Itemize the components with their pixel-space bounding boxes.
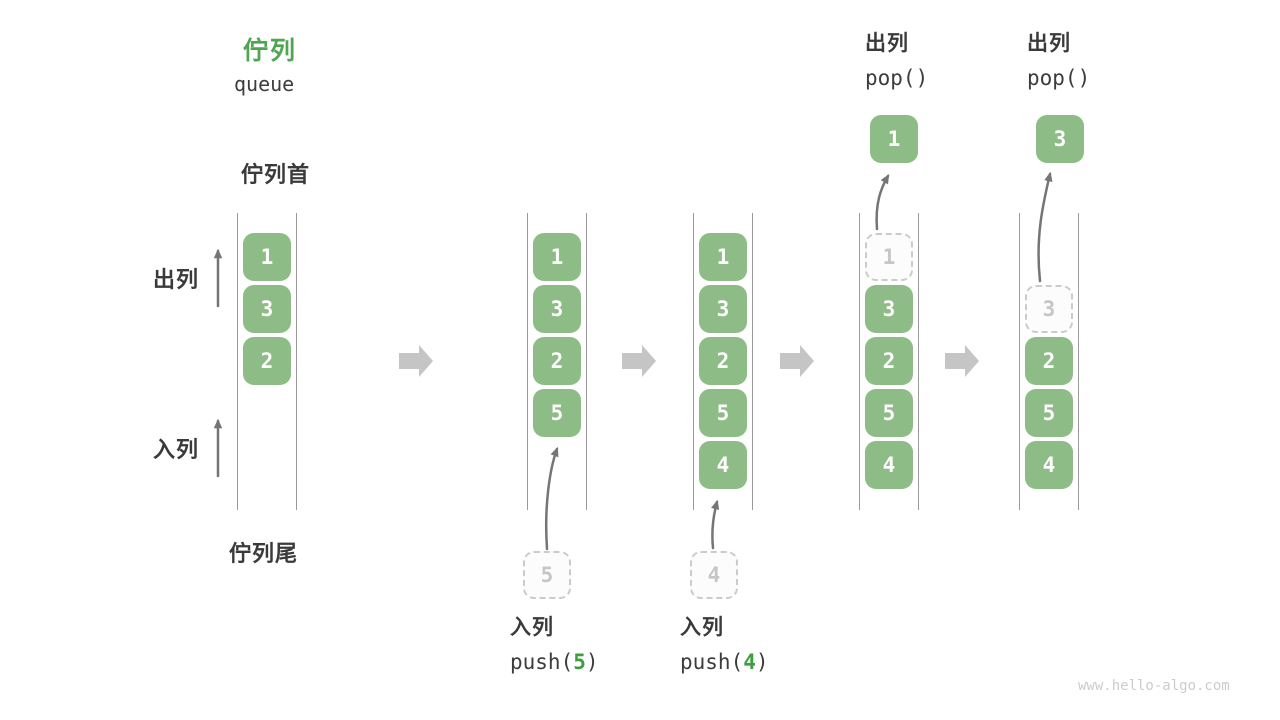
queue-rear-label: 佇列尾 <box>229 541 299 566</box>
queue-cell: 4 <box>699 441 747 489</box>
queue-cell: 3 <box>243 285 291 333</box>
queue-cell: 2 <box>1025 337 1073 385</box>
incoming-value-cell: 4 <box>690 551 738 599</box>
queue-cell: 4 <box>1025 441 1073 489</box>
state-transition-arrow-icon <box>945 345 979 377</box>
queue-state-5-column: 3 2 5 4 <box>1019 213 1079 510</box>
dequeue-side-label: 出列 <box>153 267 200 292</box>
queue-cell: 2 <box>243 337 291 385</box>
queue-cell: 2 <box>699 337 747 385</box>
queue-state-3-column: 1 3 2 5 4 <box>693 213 753 510</box>
queue-cell: 2 <box>533 337 581 385</box>
queue-cell: 4 <box>865 441 913 489</box>
queue-cell: 1 <box>533 233 581 281</box>
enqueue-op-label: 入列 <box>510 616 554 639</box>
diagram-title-zh: 佇列 <box>243 37 298 65</box>
fn-open: push( <box>510 650 574 674</box>
push-5-operation: 入列 push(5) <box>510 617 599 673</box>
popped-value-cell: 1 <box>870 115 918 163</box>
pop-1-operation: 出列 pop() <box>865 33 928 89</box>
push-4-operation: 入列 push(4) <box>680 617 769 673</box>
enqueue-side-label: 入列 <box>153 437 200 462</box>
state-transition-arrow-icon <box>399 345 433 377</box>
enqueue-op-label: 入列 <box>680 616 724 639</box>
removed-cell: 1 <box>865 233 913 281</box>
pop-2-operation: 出列 pop() <box>1027 33 1090 89</box>
pop-1-code: pop() <box>865 66 929 90</box>
push-5-code: push(5) <box>510 652 599 673</box>
incoming-value-cell: 5 <box>523 551 571 599</box>
queue-state-2-column: 1 3 2 5 <box>527 213 587 510</box>
pop-2-code: pop() <box>1027 66 1091 90</box>
fn-close: ) <box>755 650 769 674</box>
queue-cell: 3 <box>533 285 581 333</box>
website-watermark: www.hello-algo.com <box>1078 678 1230 694</box>
popped-value-cell: 3 <box>1036 115 1084 163</box>
fn-arg: 4 <box>743 650 756 674</box>
dequeue-op-label: 出列 <box>865 32 909 55</box>
queue-cell: 5 <box>699 389 747 437</box>
queue-cell: 3 <box>865 285 913 333</box>
queue-cell: 1 <box>243 233 291 281</box>
queue-front-label: 佇列首 <box>241 162 311 187</box>
diagram-title-en: queue <box>234 72 295 96</box>
state-transition-arrow-icon <box>780 345 814 377</box>
push-4-code: push(4) <box>680 652 769 673</box>
state-transition-arrow-icon <box>622 345 656 377</box>
queue-cell: 5 <box>1025 389 1073 437</box>
queue-cell: 5 <box>865 389 913 437</box>
fn-open: push( <box>680 650 744 674</box>
queue-cell: 1 <box>699 233 747 281</box>
queue-state-1-column: 1 3 2 <box>237 213 297 510</box>
removed-cell: 3 <box>1025 285 1073 333</box>
queue-cell: 3 <box>699 285 747 333</box>
queue-state-4-column: 1 3 2 5 4 <box>859 213 919 510</box>
queue-cell: 2 <box>865 337 913 385</box>
queue-cell: 5 <box>533 389 581 437</box>
dequeue-op-label: 出列 <box>1027 32 1071 55</box>
fn-arg: 5 <box>573 650 586 674</box>
fn-close: ) <box>585 650 599 674</box>
